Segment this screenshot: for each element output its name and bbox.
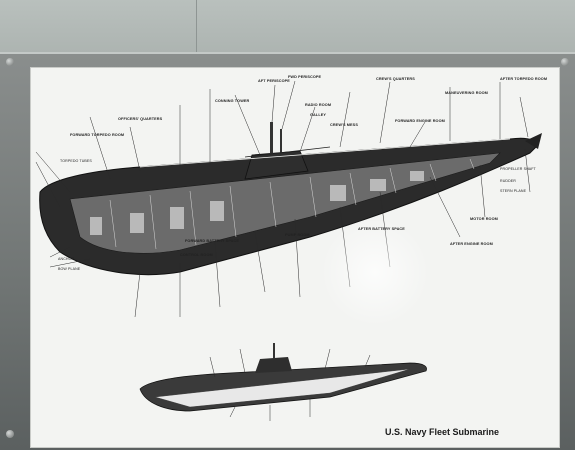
label-after-battery-space: AFTER BATTERY SPACE <box>358 227 405 231</box>
label-rudder: RUDDER <box>500 179 516 183</box>
label-officers-quarters: OFFICERS' QUARTERS <box>118 117 163 121</box>
label-aft-periscope: AFT PERISCOPE <box>258 79 290 83</box>
frame-bolt <box>6 58 14 66</box>
poster-title: U.S. Navy Fleet Submarine <box>385 427 500 437</box>
frame-bolt <box>561 58 569 66</box>
label-bow-plane: BOW PLANE <box>58 267 81 271</box>
label-control-room: CONTROL ROOM <box>180 253 213 257</box>
light-glare <box>320 217 430 327</box>
label-after-torpedo-room: AFTER TORPEDO ROOM <box>500 77 548 81</box>
submarine-poster: AFT PERISCOPE FWD PERISCOPE CONNING TOWE… <box>30 67 560 448</box>
label-radio-room: RADIO ROOM <box>305 103 332 107</box>
submarine-cutaway-illustration <box>35 80 542 421</box>
label-forward-battery-space: FORWARD BATTERY SPACE <box>185 239 239 243</box>
wall-seam <box>196 0 197 60</box>
label-conning-tower: CONNING TOWER <box>215 99 250 103</box>
label-stern-plane: STERN PLANE <box>500 189 527 193</box>
label-maneuvering-room: MANEUVERING ROOM <box>445 91 488 95</box>
label-motor-room: MOTOR ROOM <box>470 217 498 221</box>
label-crews-quarters: CREW'S QUARTERS <box>376 77 415 81</box>
label-after-engine-room: AFTER ENGINE ROOM <box>450 242 493 246</box>
frame-bolt <box>6 430 14 438</box>
label-propeller-shaft: PROPELLER SHAFT <box>500 167 536 171</box>
label-torpedo-tubes: TORPEDO TUBES <box>60 159 92 163</box>
label-galley: GALLEY <box>310 113 326 117</box>
label-forward-torpedo-room: FORWARD TORPEDO ROOM <box>70 133 125 137</box>
label-pump-room: PUMP ROOM <box>285 233 310 237</box>
label-crews-mess: CREW'S MESS <box>330 123 358 127</box>
label-fwd-periscope: FWD PERISCOPE <box>288 75 322 79</box>
label-forward-engine-room: FORWARD ENGINE ROOM <box>395 119 445 123</box>
label-anchor: ANCHOR <box>58 257 75 261</box>
